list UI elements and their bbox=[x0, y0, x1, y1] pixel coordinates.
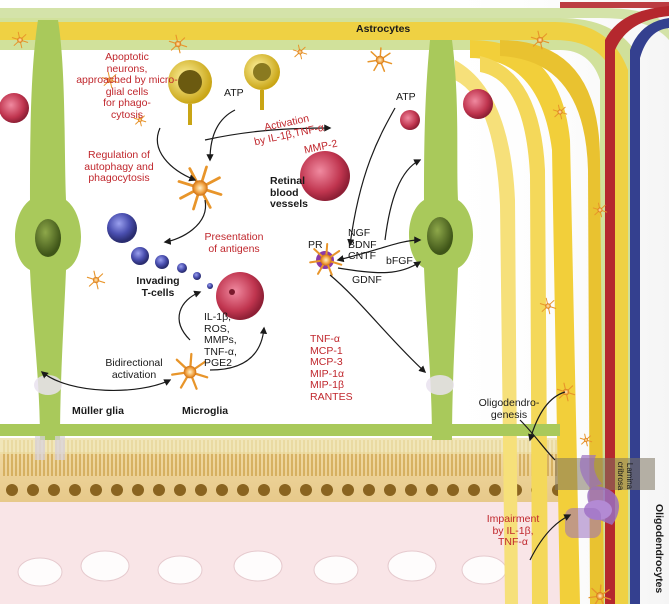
damaged-neuron bbox=[216, 272, 264, 320]
il-ros-label: IL-1β, ROS, MMPs, TNF-α, PGE2 bbox=[204, 311, 237, 369]
atp-left-label: ATP bbox=[224, 87, 244, 99]
muller-glia-right bbox=[409, 40, 473, 440]
apoptotic-neurons-label: Apoptotic neurons, approached by micro- … bbox=[76, 51, 178, 121]
choroid-cells bbox=[17, 550, 507, 587]
arrows bbox=[40, 107, 572, 561]
presentation-label: Presentation of antigens bbox=[204, 231, 264, 255]
optic-nerve-axons bbox=[455, 40, 604, 604]
retinal-artery bbox=[605, 6, 669, 604]
muller-glia-label: Müller glia bbox=[72, 405, 124, 417]
oligodendrocyte bbox=[565, 455, 620, 538]
gdnf-label: GDNF bbox=[352, 274, 382, 286]
red-cell-mid bbox=[400, 110, 420, 130]
red-cell-right bbox=[463, 89, 493, 119]
oligodendrogenesis-label: Oligodendro- genesis bbox=[478, 397, 540, 421]
t-cells bbox=[107, 213, 213, 289]
lamina-cribrosa bbox=[555, 458, 655, 490]
retinal-vein bbox=[630, 18, 669, 604]
microglia-cells bbox=[11, 30, 612, 604]
impairment-label: Impairment by IL-1β, TNF-α bbox=[486, 513, 540, 548]
atp-right-label: ATP bbox=[396, 91, 416, 103]
outer-limiting-membrane bbox=[0, 424, 560, 436]
invading-tcells-label: Invading T-cells bbox=[136, 275, 180, 299]
rpe-layer bbox=[0, 488, 560, 604]
neurons bbox=[168, 54, 280, 125]
neurotrophins-label: NGF BDNF CNTF bbox=[348, 227, 377, 262]
bidirectional-label: Bidirectional activation bbox=[105, 357, 163, 381]
retinal-vessels-label: Retinal blood vessels bbox=[270, 175, 308, 210]
lamina-cribrosa-label: Lamina cribrosa bbox=[616, 461, 634, 491]
bfgf-label: bFGF bbox=[386, 255, 413, 267]
astrocytes-label: Astrocytes bbox=[356, 23, 411, 35]
regulation-label: Regulation of autophagy and phagocytosis bbox=[84, 149, 154, 184]
microglia-label: Microglia bbox=[182, 405, 229, 417]
oligodendrocytes-label: Oligodendrocytes bbox=[653, 504, 665, 594]
red-cell-left bbox=[0, 93, 29, 123]
retinal-vessel-cell bbox=[300, 151, 350, 201]
cytokines-label: TNF-α MCP-1 MCP-3 MIP-1α MIP-1β RANTES bbox=[310, 333, 353, 403]
pr-label: PR bbox=[308, 239, 323, 251]
